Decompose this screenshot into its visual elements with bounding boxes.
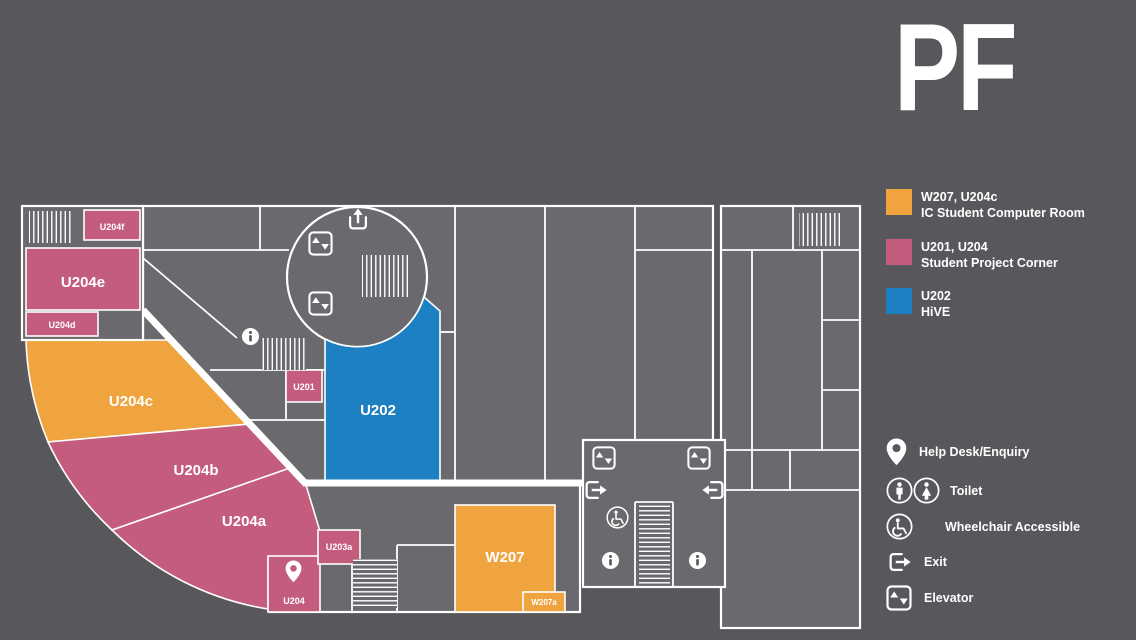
room-u204 xyxy=(267,555,321,613)
legend: W207, U204c IC Student Computer Room U20… xyxy=(886,0,1136,640)
elevator-icon xyxy=(886,585,912,611)
legend-swatch-pink xyxy=(886,239,912,265)
northwest-block xyxy=(20,204,145,342)
legend-help-desk: Help Desk/Enquiry xyxy=(886,438,1029,466)
room-u203a xyxy=(317,529,361,565)
room-w207-label: W207 xyxy=(485,549,524,566)
wheelchair-icon xyxy=(886,513,913,540)
legend-swatch-orange xyxy=(886,189,912,215)
legend-room-code: W207, U204c xyxy=(921,190,998,204)
corridor xyxy=(140,307,583,487)
legend-exit: Exit xyxy=(886,549,947,575)
legend-room-name: Student Project Corner xyxy=(921,256,1058,270)
legend-room-hive: U202 HiVE xyxy=(886,288,951,320)
legend-room-code: U202 xyxy=(921,289,951,303)
room-u204e xyxy=(25,247,141,311)
legend-room-computer: W207, U204c IC Student Computer Room xyxy=(886,189,1085,221)
toilet-male-icon xyxy=(886,477,913,504)
floor-code: PF xyxy=(894,0,1018,137)
room-u204d-label: U204d xyxy=(48,320,75,330)
help-desk-pin-icon xyxy=(886,438,907,466)
right-wing xyxy=(719,204,862,630)
legend-room-name: IC Student Computer Room xyxy=(921,206,1085,220)
legend-facility-label: Wheelchair Accessible xyxy=(945,519,1081,534)
stairs-icon xyxy=(362,255,408,297)
legend-room-project: U201, U204 Student Project Corner xyxy=(886,239,1058,271)
legend-room-code: U201, U204 xyxy=(921,240,988,254)
stairs-icon xyxy=(639,505,670,585)
room-u201 xyxy=(285,369,323,403)
legend-facility-label: Help Desk/Enquiry xyxy=(919,445,1030,459)
legend-facility-label: Toilet xyxy=(950,483,983,498)
legend-facility-label: Elevator xyxy=(924,591,974,605)
elevator-lobby xyxy=(581,438,727,589)
room-u204e-label: U204e xyxy=(61,274,105,291)
room-u201-label: U201 xyxy=(293,382,315,392)
info-icon xyxy=(688,551,707,570)
right-wing-walls xyxy=(721,206,860,491)
room-labels: U204f U204e U204d U204c U204b U204a U204… xyxy=(48,222,557,607)
room-u204f-label: U204f xyxy=(100,222,126,232)
room-w207a xyxy=(522,591,566,613)
info-icon xyxy=(601,551,620,570)
legend-toilet: Toilet xyxy=(886,477,982,504)
room-w207a-label: W207a xyxy=(531,598,557,607)
legend-facility-label: Exit xyxy=(924,555,947,569)
legend-room-name: HiVE xyxy=(921,305,951,319)
room-u202 xyxy=(324,295,441,483)
stairs-icon xyxy=(262,338,306,370)
room-u204c-label: U204c xyxy=(109,393,153,410)
toilet-female-icon xyxy=(913,477,940,504)
room-u202-label: U202 xyxy=(360,402,396,419)
legend-wheelchair: Wheelchair Accessible xyxy=(886,513,1080,540)
stairs-icon xyxy=(29,211,73,243)
room-u204f xyxy=(83,209,141,241)
exit-icon xyxy=(886,549,912,575)
stairs-icon xyxy=(353,559,397,608)
room-u204d xyxy=(25,311,99,337)
atrium-icons xyxy=(308,207,408,316)
stairs-icon xyxy=(799,213,843,246)
legend-swatch-blue xyxy=(886,288,912,314)
room-u204a-label: U204a xyxy=(222,513,267,530)
room-u204b-label: U204b xyxy=(173,462,218,479)
room-u203a-label: U203a xyxy=(326,542,354,552)
room-u204-label: U204 xyxy=(283,596,305,606)
legend-elevator: Elevator xyxy=(886,585,973,611)
info-icon xyxy=(241,327,260,346)
